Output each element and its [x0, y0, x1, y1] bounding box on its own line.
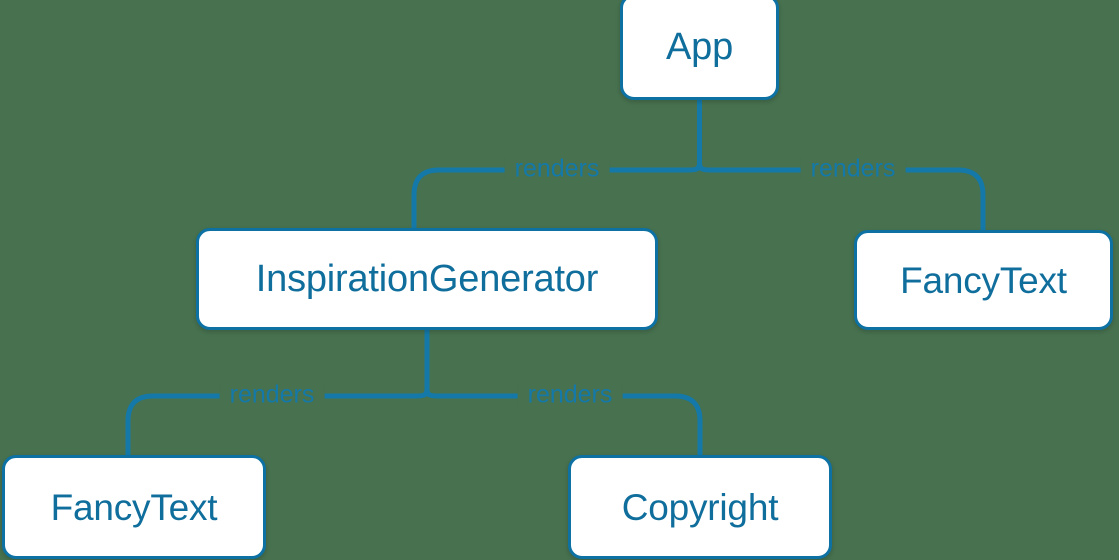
node-inspiration-generator[interactable]: InspirationGenerator — [196, 228, 658, 330]
edge-inspgen-to-fancytext-left — [125, 393, 412, 455]
edge-label-app-to-fancytext-right: renders — [800, 156, 906, 182]
node-fancy-text-right-label: FancyText — [900, 259, 1067, 301]
node-app[interactable]: App — [620, 0, 779, 100]
node-fancy-text-left-label: FancyText — [50, 486, 218, 528]
edge-inspgen-split-right — [424, 388, 443, 399]
node-fancy-text-right[interactable]: FancyText — [854, 230, 1113, 330]
node-copyright-label: Copyright — [621, 486, 779, 528]
edge-label-inspgen-to-fancytext-left: renders — [219, 382, 325, 408]
edge-app-split-right — [697, 162, 716, 173]
edge-app-to-fancytext-right — [715, 167, 986, 230]
edge-label-inspgen-to-copyright: renders — [517, 382, 623, 408]
edge-label-app-to-inspgen: renders — [504, 156, 610, 182]
node-inspiration-generator-label: InspirationGenerator — [255, 258, 599, 300]
edge-inspgen-to-copyright — [442, 393, 703, 455]
edge-app-to-inspgen — [411, 167, 684, 228]
node-app-label: App — [665, 26, 733, 68]
node-fancy-text-left[interactable]: FancyText — [2, 455, 266, 559]
node-copyright[interactable]: Copyright — [568, 455, 832, 559]
